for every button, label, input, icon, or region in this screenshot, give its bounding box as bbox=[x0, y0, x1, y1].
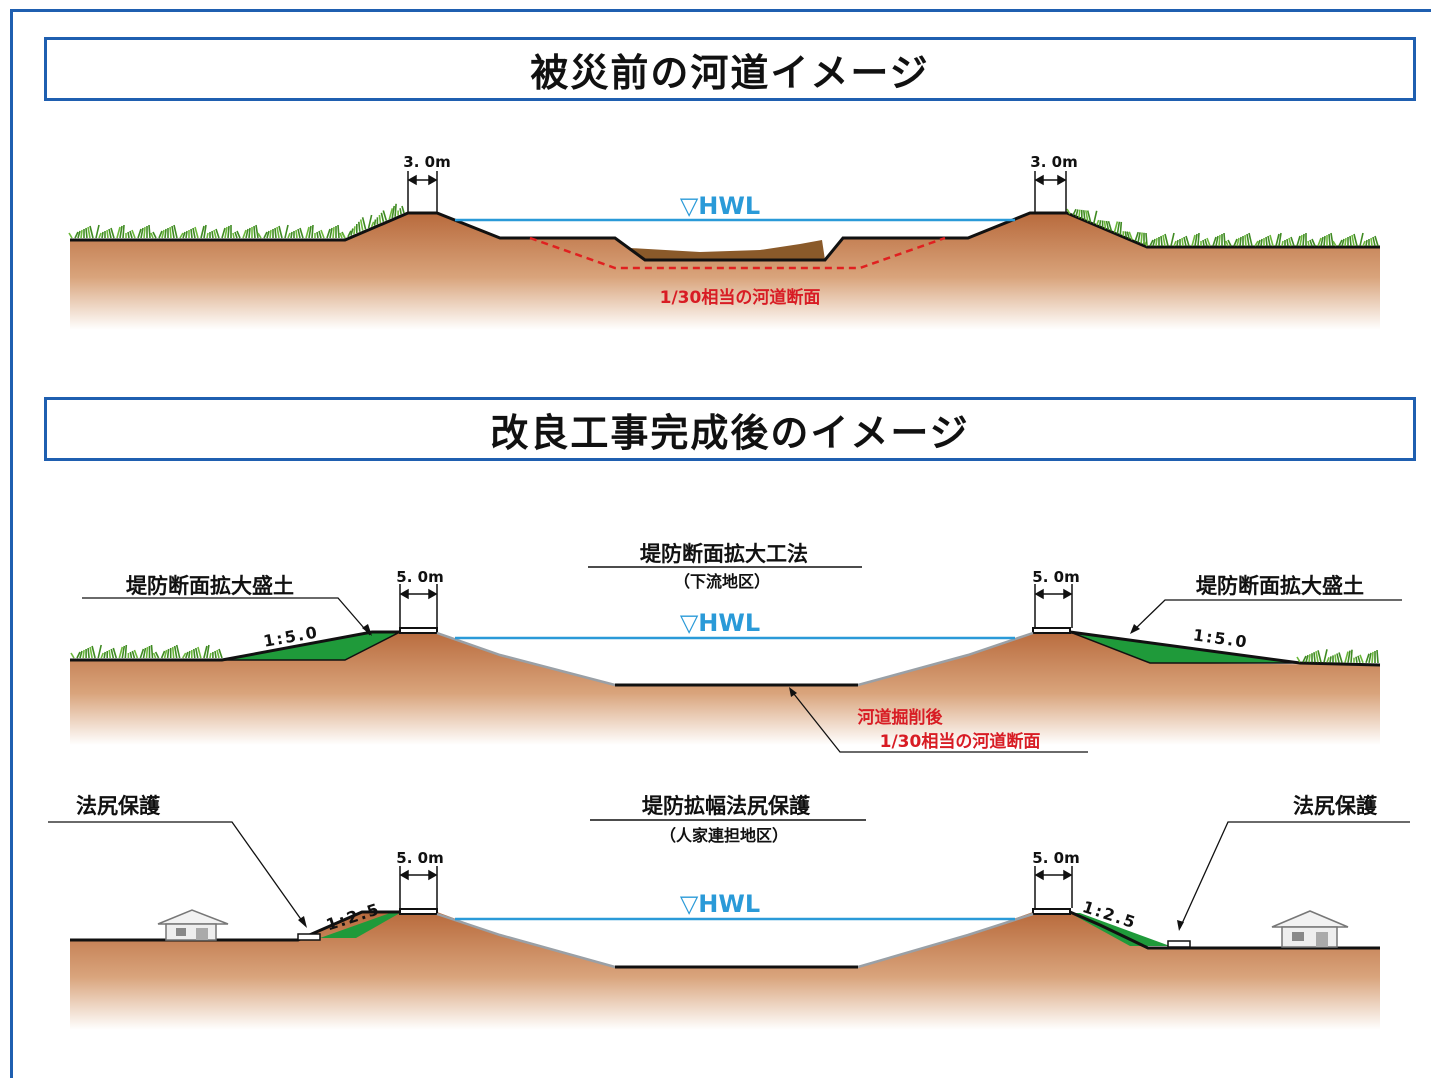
method-subtitle: （人家連担地区） bbox=[660, 826, 788, 845]
width-dimension-left bbox=[407, 171, 438, 212]
after-title-box: 改良工事完成後のイメージ bbox=[44, 397, 1416, 461]
after-title: 改良工事完成後のイメージ bbox=[490, 410, 970, 455]
crest-pad-right bbox=[1032, 908, 1071, 915]
before-title: 被災前の河道イメージ bbox=[530, 50, 930, 95]
frame-border-top bbox=[10, 9, 1431, 12]
hwl-label: ▽HWL bbox=[680, 609, 760, 637]
red-label-line1: 河道掘削後 bbox=[858, 707, 944, 728]
downstream-cross-section: 5. 0m 5. 0m ▽HWL 堤防断面拡大工法 （下流地区） 堤防断面拡大盛… bbox=[70, 542, 1402, 753]
downstream-ground bbox=[70, 630, 1380, 745]
method-title: 堤防拡幅法尻保護 bbox=[642, 794, 811, 818]
toe-block-left bbox=[297, 933, 321, 941]
downstream-old-slope bbox=[222, 631, 1300, 664]
width-dimension-right bbox=[1034, 584, 1073, 628]
before-channel-dirt bbox=[630, 240, 825, 260]
right-grass bbox=[1066, 208, 1379, 247]
left-leader-arrow bbox=[362, 624, 372, 636]
crest-pad-left bbox=[399, 627, 438, 634]
right-toe-leader bbox=[1179, 821, 1410, 929]
width-label-right: 3. 0m bbox=[1030, 153, 1077, 171]
right-toe-arrow bbox=[1177, 920, 1184, 931]
house-right-icon bbox=[1271, 910, 1349, 948]
width-dimension-right bbox=[1034, 866, 1073, 908]
crest-pad-left bbox=[399, 908, 438, 915]
before-cross-section: 3. 0m 3. 0m ▽HWL 1/30相当の河道断面 bbox=[68, 153, 1380, 330]
red-label-line2: 1/30相当の河道断面 bbox=[880, 731, 1041, 752]
before-ground bbox=[70, 213, 1380, 330]
residential-ground bbox=[70, 912, 1380, 1030]
width-dimension-left bbox=[399, 584, 438, 628]
left-grass bbox=[68, 203, 405, 239]
crest-pad-right bbox=[1032, 627, 1071, 634]
left-toe-arrow bbox=[298, 916, 307, 928]
width-label-right: 5. 0m bbox=[1032, 568, 1079, 586]
width-label-left: 5. 0m bbox=[396, 849, 443, 867]
left-grass bbox=[70, 644, 223, 659]
left-leader-line bbox=[82, 597, 371, 636]
left-toe-leader bbox=[48, 821, 306, 926]
hwl-label: ▽HWL bbox=[680, 192, 760, 220]
right-leader-line bbox=[1131, 599, 1402, 633]
method-subtitle: （下流地区） bbox=[674, 572, 770, 591]
width-dimension-right bbox=[1034, 171, 1067, 212]
before-ground-line bbox=[70, 211, 1380, 262]
slope-label-right: 1:5.0 bbox=[1192, 625, 1250, 652]
width-dimension-left bbox=[399, 866, 438, 908]
right-toe-label: 法尻保護 bbox=[1293, 794, 1378, 818]
width-label-left: 3. 0m bbox=[403, 153, 450, 171]
right-embankment-label: 堤防断面拡大盛土 bbox=[1196, 574, 1364, 598]
toe-protection-left bbox=[320, 913, 400, 938]
residential-inner-slope bbox=[436, 912, 1034, 969]
width-label-right: 5. 0m bbox=[1032, 849, 1079, 867]
downstream-inner-slope bbox=[436, 631, 1034, 687]
method-title: 堤防断面拡大工法 bbox=[640, 542, 808, 566]
left-embankment-label: 堤防断面拡大盛土 bbox=[126, 574, 294, 598]
toe-block-right bbox=[1167, 940, 1191, 948]
red-section-label: 1/30相当の河道断面 bbox=[660, 287, 821, 308]
before-title-box: 被災前の河道イメージ bbox=[44, 37, 1416, 101]
frame-border-left bbox=[10, 9, 13, 1078]
right-leader-arrow bbox=[1130, 624, 1140, 634]
house-left-icon bbox=[157, 909, 229, 941]
bed-leader-arrow bbox=[789, 687, 797, 697]
bed-leader-line bbox=[789, 688, 1088, 753]
hwl-label: ▽HWL bbox=[680, 890, 760, 918]
right-grass bbox=[1296, 649, 1379, 664]
left-toe-label: 法尻保護 bbox=[76, 794, 161, 818]
residential-cross-section: 5. 0m 5. 0m ▽HWL 堤防拡幅法尻保護 （人家連担地区） 法尻保護 … bbox=[48, 794, 1410, 1030]
width-label-left: 5. 0m bbox=[396, 568, 443, 586]
